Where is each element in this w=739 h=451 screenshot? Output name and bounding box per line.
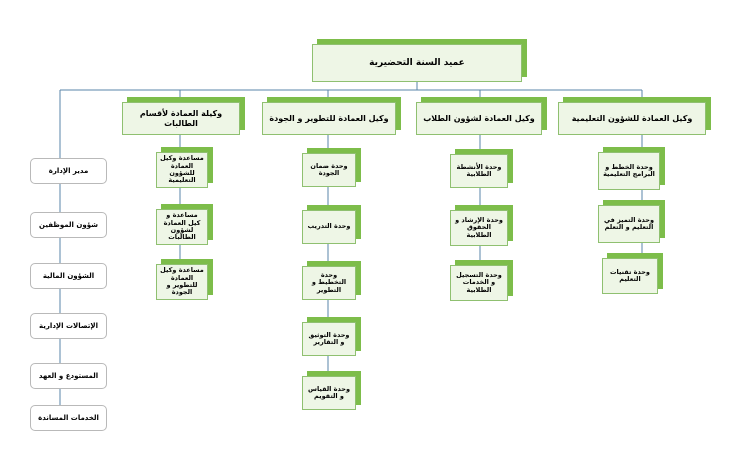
- unit-box: وحدة التوثيق و التقارير: [302, 322, 356, 356]
- unit-box: وحدة تقنيات التعليم: [602, 258, 658, 294]
- admin-item-label: الشؤون المالية: [42, 271, 95, 280]
- branch-head-label: وكيل العمادة لشؤون الطلاب: [423, 113, 535, 123]
- unit-box: وحدة التدريب: [302, 210, 356, 244]
- branch-head-student-affairs: وكيل العمادة لشؤون الطلاب: [416, 102, 542, 135]
- unit-box: وحدة التسجيل و الخدمات الطلابية: [450, 265, 508, 301]
- unit-label: وحدة القياس و التقويم: [308, 384, 350, 400]
- unit-label: وحدة التوثيق و التقارير: [308, 330, 350, 346]
- unit-box: مساعدة وكيل العمادة للشؤون التعليمية: [156, 152, 208, 188]
- branch-head-educational-affairs: وكيل العمادة للشؤون التعليمية: [558, 102, 706, 135]
- unit-box: مساعدة و كيل العمادة لشؤون الطالبات: [156, 209, 208, 245]
- unit-label: وحدة الخطط و البرامج التعليمية: [603, 162, 655, 178]
- branch-head-label: وكيل العمادة للتطوير و الجودة: [269, 113, 389, 123]
- branch-head-label: وكيلة العمادة لأقسام الطالبات: [139, 109, 223, 128]
- unit-box: وحدة التميز في التعليم و التعلم: [598, 205, 660, 243]
- root-label: عميد السنة التحضيرية: [369, 57, 465, 68]
- admin-item-box: شؤون الموظفين: [30, 212, 107, 238]
- admin-item-box: الإتصالات الإدارية: [30, 313, 107, 339]
- unit-box: وحدة التخطيط و التطوير: [302, 266, 356, 300]
- unit-label: مساعدة وكيل العمادة للتطوير و الجودة: [160, 266, 204, 297]
- unit-label: وحدة التخطيط و التطوير: [311, 270, 347, 294]
- unit-label: مساعدة وكيل العمادة للشؤون التعليمية: [160, 154, 204, 185]
- admin-item-box: الشؤون المالية: [30, 263, 107, 289]
- admin-item-box: مدير الإدارة: [30, 158, 107, 184]
- branch-head-label: وكيل العمادة للشؤون التعليمية: [571, 113, 693, 123]
- admin-item-label: شؤون الموظفين: [39, 220, 98, 229]
- unit-label: وحدة تقنيات التعليم: [610, 267, 650, 283]
- unit-label: وحدة التميز في التعليم و التعلم: [603, 215, 655, 231]
- admin-item-label: مدير الإدارة: [48, 166, 89, 175]
- unit-box: مساعدة وكيل العمادة للتطوير و الجودة: [156, 264, 208, 300]
- admin-item-label: الإتصالات الإدارية: [39, 321, 98, 330]
- admin-item-label: الخدمات المساندة: [38, 413, 99, 422]
- unit-box: وحدة الخطط و البرامج التعليمية: [598, 152, 660, 190]
- unit-box: وحدة الإرشاد و الحقوق الطلابية: [450, 210, 508, 246]
- admin-item-box: المستودع و العهد: [30, 363, 107, 389]
- unit-label: وحدة التسجيل و الخدمات الطلابية: [456, 270, 502, 294]
- unit-label: وحدة ضمان الجودة: [310, 161, 348, 177]
- unit-box: وحدة الأنشطة الطلابية: [450, 154, 508, 188]
- admin-item-label: المستودع و العهد: [38, 371, 99, 380]
- unit-box: وحدة ضمان الجودة: [302, 153, 356, 187]
- admin-item-box: الخدمات المساندة: [30, 405, 107, 431]
- unit-label: مساعدة و كيل العمادة لشؤون الطالبات: [163, 211, 201, 242]
- branch-head-development-quality: وكيل العمادة للتطوير و الجودة: [262, 102, 396, 135]
- root-dean-box: عميد السنة التحضيرية: [312, 44, 522, 82]
- unit-label: وحدة التدريب: [307, 222, 351, 231]
- unit-box: وحدة القياس و التقويم: [302, 376, 356, 410]
- branch-head-female-sections: وكيلة العمادة لأقسام الطالبات: [122, 102, 240, 135]
- unit-label: وحدة الأنشطة الطلابية: [456, 162, 502, 178]
- unit-label: وحدة الإرشاد و الحقوق الطلابية: [455, 215, 503, 239]
